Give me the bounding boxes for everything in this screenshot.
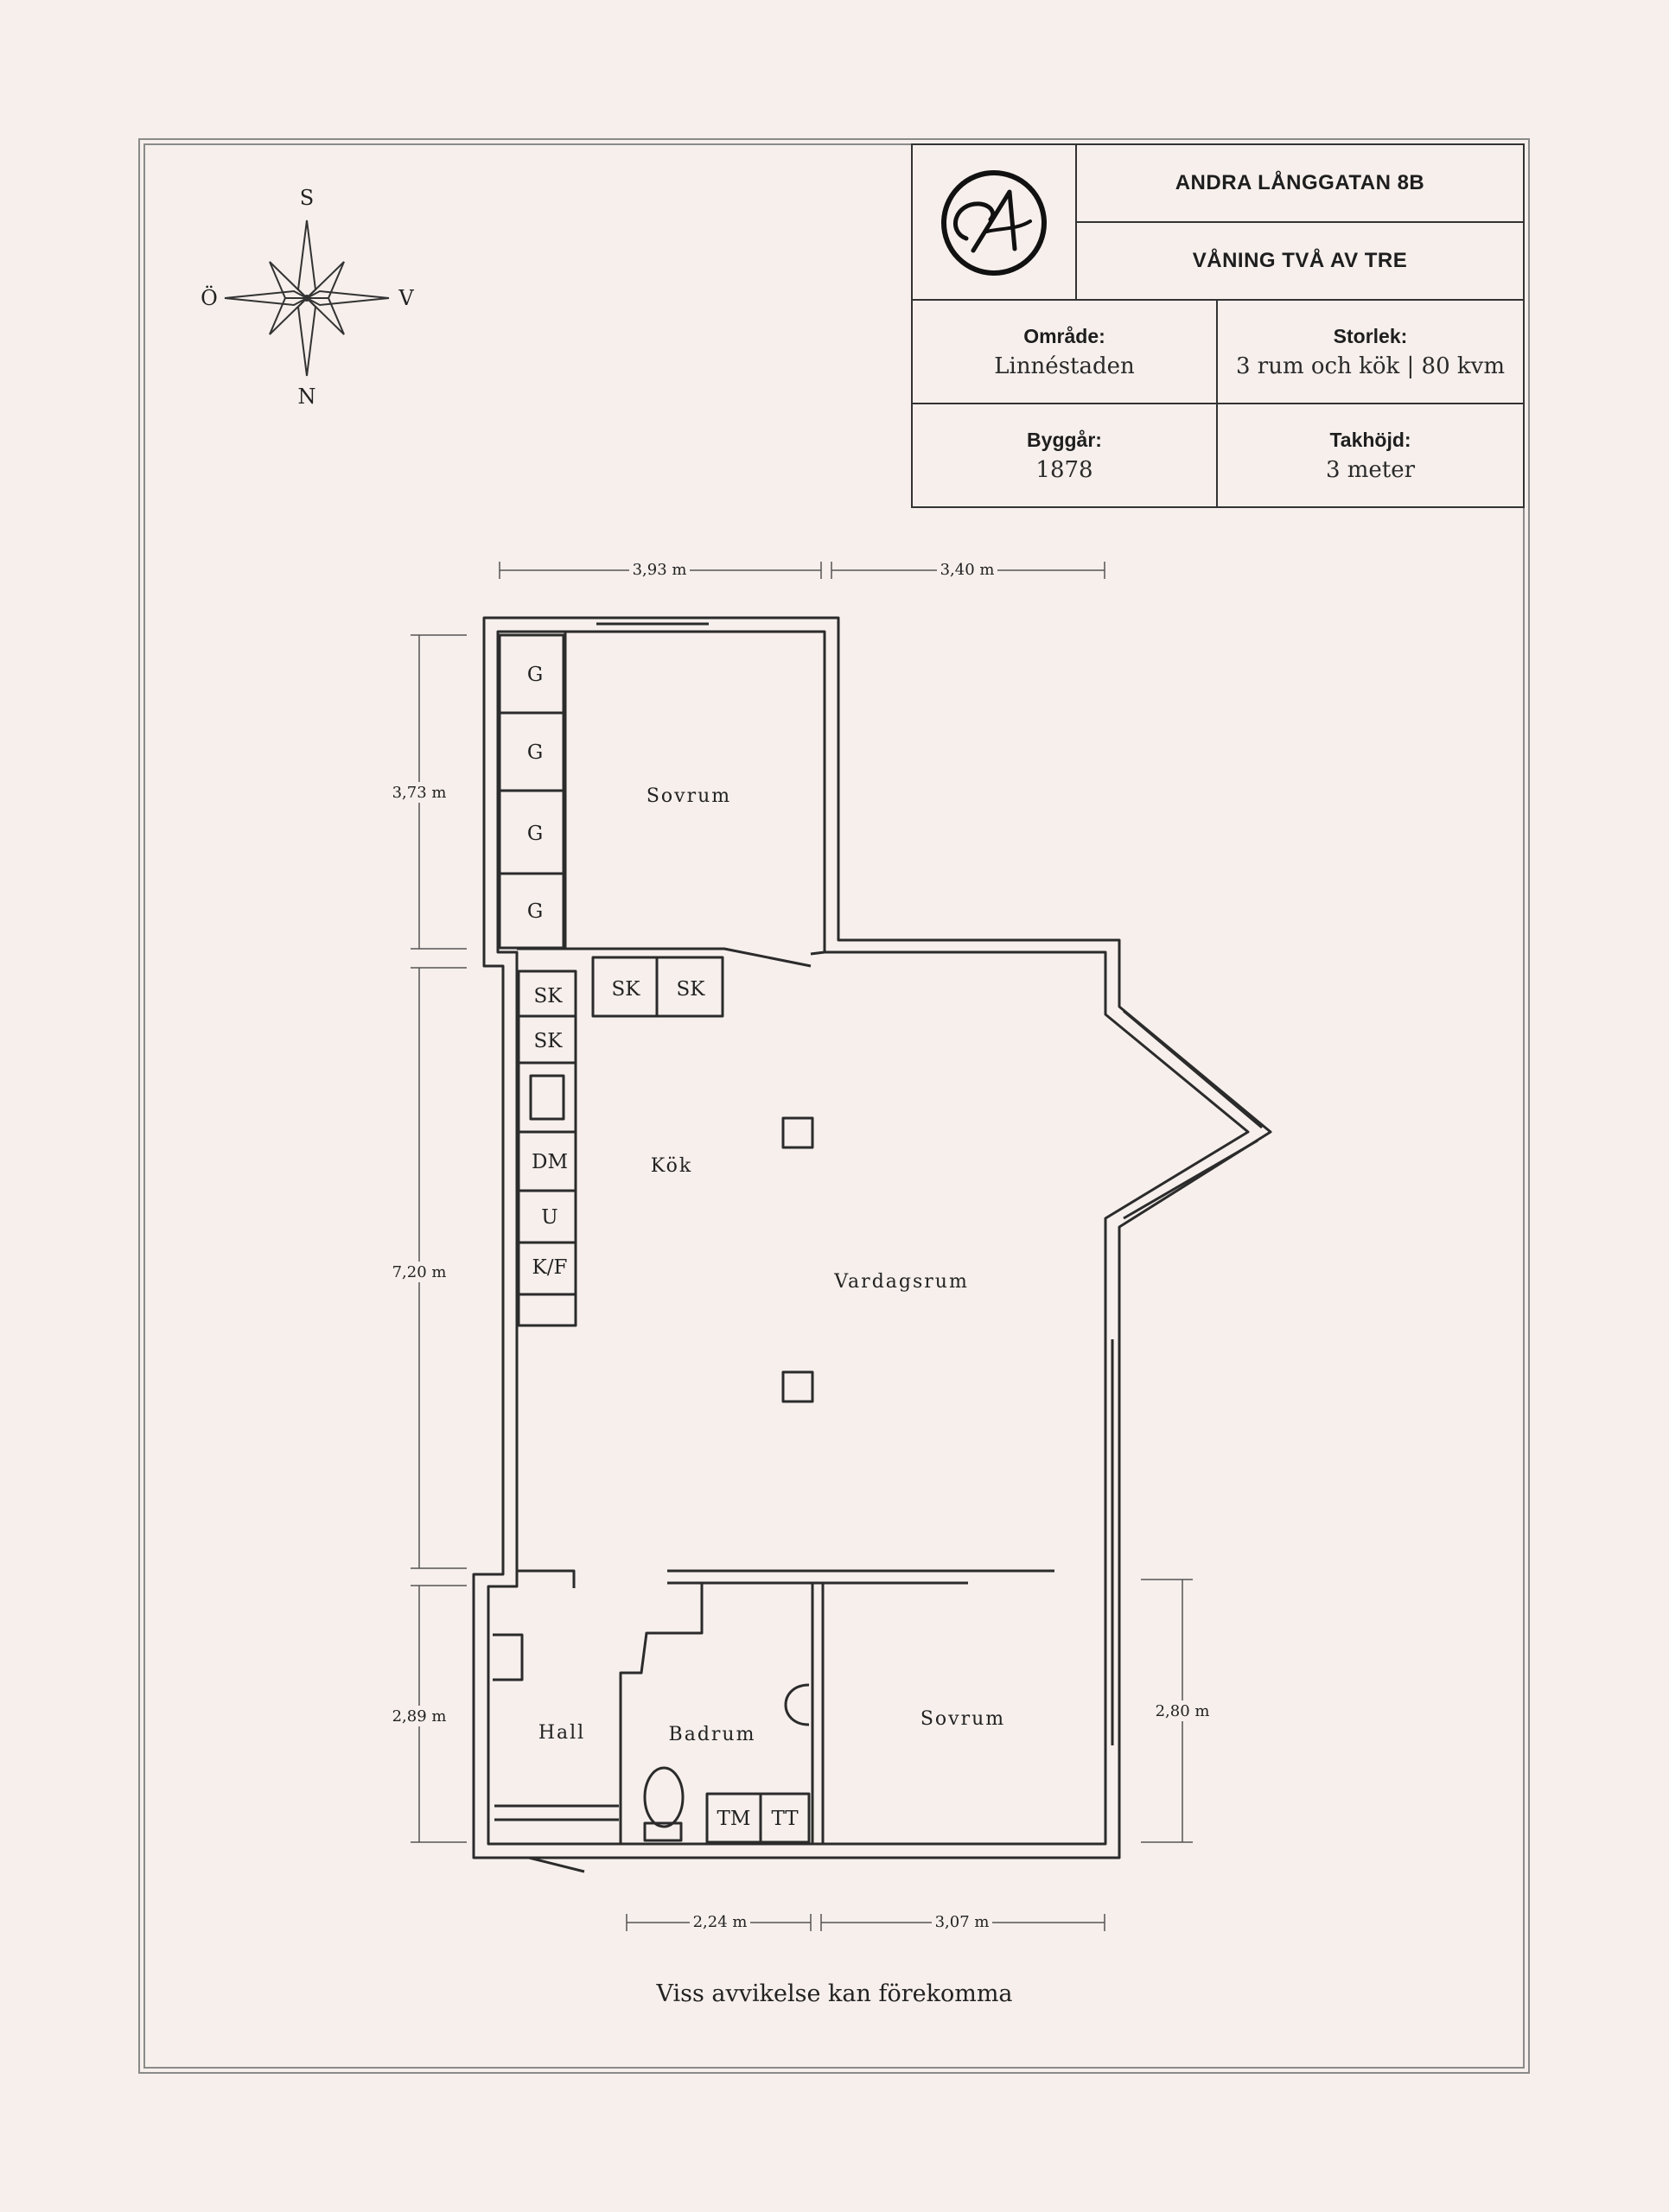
wardrobe-label: G (527, 741, 543, 764)
compass-east-label: Ö (201, 285, 218, 310)
top-window (596, 616, 709, 633)
dim-left-top: 3,73 m (392, 784, 447, 802)
size-cell: Storlek: 3 rum och kök | 80 kvm (1218, 301, 1523, 404)
floor-cell: VÅNING TVÅ AV TRE (1077, 223, 1523, 301)
ceiling-cell: Takhöjd: 3 meter (1218, 404, 1523, 506)
size-label: Storlek: (1333, 324, 1408, 347)
washer-label: TM (717, 1808, 751, 1830)
fridge-freezer-label: K/F (532, 1256, 568, 1279)
wardrobe-label: G (527, 823, 543, 845)
dim-right-bottom: 2,80 m (1156, 1702, 1210, 1720)
area-label: Område: (1023, 324, 1105, 347)
hall-shelf (494, 1804, 619, 1821)
area-value: Linnéstaden (994, 353, 1135, 379)
room-bedroom-top: Sovrum (647, 785, 731, 807)
monogram-logo-icon (941, 170, 1047, 276)
compass-west-label: V (398, 286, 414, 310)
closet-label: SK (534, 985, 564, 1007)
room-bathroom: Badrum (669, 1724, 756, 1745)
hall-wall (493, 1633, 524, 1681)
size-value: 3 rum och kök | 80 kvm (1235, 353, 1506, 379)
bay-window (1123, 1009, 1263, 1220)
ceiling-label: Takhöjd: (1329, 428, 1411, 451)
wardrobe-label: G (527, 900, 543, 923)
year-cell: Byggår: 1878 (913, 404, 1218, 506)
room-living: Vardagsrum (833, 1271, 969, 1293)
interior-wall-horizontal (517, 1569, 1054, 1588)
oven-label: U (541, 1206, 557, 1229)
floor-text: VÅNING TVÅ AV TRE (1192, 249, 1408, 272)
dim-left-mid: 7,20 m (392, 1263, 447, 1281)
title-block: ANDRA LÅNGGATAN 8B VÅNING TVÅ AV TRE Omr… (911, 143, 1525, 508)
dim-left-bottom: 2,89 m (392, 1707, 447, 1726)
dryer-label: TT (771, 1808, 799, 1830)
disclaimer-text: Viss avvikelse kan förekomma (656, 1980, 1013, 2007)
room-kitchen: Kök (651, 1155, 692, 1177)
dim-bottom-right: 3,07 m (935, 1913, 990, 1931)
closet-label: SK (677, 978, 706, 1001)
sink (784, 1683, 810, 1726)
dim-top-left: 3,93 m (633, 561, 687, 579)
logo-cell (913, 145, 1077, 301)
year-label: Byggår: (1027, 428, 1102, 451)
dim-bottom-left: 2,24 m (693, 1913, 748, 1931)
entrance-door (528, 1856, 585, 1873)
inner-wall (487, 630, 1250, 1846)
compass-north-label: N (298, 385, 316, 409)
dishwasher-label: DM (532, 1151, 568, 1173)
address-cell: ANDRA LÅNGGATAN 8B (1077, 145, 1523, 223)
compass-south-label: S (300, 186, 314, 210)
room-hall: Hall (538, 1722, 585, 1744)
year-value: 1878 (1035, 456, 1093, 483)
closet-label: SK (534, 1030, 564, 1052)
bathroom-wall (619, 1583, 825, 1844)
wardrobe-label: G (527, 664, 543, 686)
address-text: ANDRA LÅNGGATAN 8B (1175, 171, 1425, 194)
inner-frame (143, 143, 1525, 2069)
top-bedroom-wall (517, 632, 825, 968)
outer-frame (138, 138, 1530, 2074)
ceiling-value: 3 meter (1325, 456, 1416, 483)
compass-rose-icon: S N Ö V (201, 186, 414, 409)
dim-top-right: 3,40 m (940, 561, 995, 579)
outer-wall (472, 616, 1272, 1859)
room-bedroom-bottom: Sovrum (920, 1708, 1005, 1730)
area-cell: Område: Linnéstaden (913, 301, 1218, 404)
closet-label: SK (612, 978, 641, 1001)
